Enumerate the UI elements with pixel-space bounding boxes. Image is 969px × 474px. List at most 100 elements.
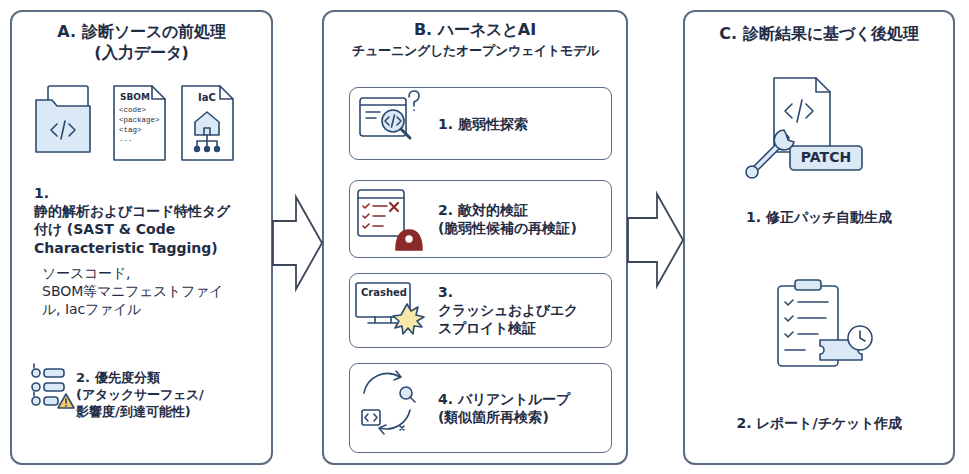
iac-document-icon-part xyxy=(205,147,210,152)
panel-heading: A. 診断ソースの前処理 (入力データ) xyxy=(12,22,271,64)
icon-text: <tag> xyxy=(119,126,142,134)
crash-monitor-icon-part xyxy=(368,317,398,323)
crash-monitor-icon-part xyxy=(356,283,410,317)
sbom-document-icon-part xyxy=(114,86,165,160)
step-title: 1. 修正パッチ自動生成 xyxy=(685,208,953,226)
icon-text: IaC xyxy=(198,92,216,103)
process-box: 2. 敵対的検証 (脆弱性候補の再検証) xyxy=(349,180,612,258)
stage-panel: 1. 脆弱性探索 2. 敵対的検証 (脆弱性候補の再検証) 3. クラッシュおよびエ… xyxy=(322,10,628,465)
sbom-document-icon xyxy=(114,86,165,160)
report-ticket-icon-part xyxy=(848,326,872,350)
tag-text: PATCH xyxy=(790,150,862,165)
code-search-icon xyxy=(360,91,419,138)
priority-list-icon-part xyxy=(65,399,67,406)
priority-list-icon-part xyxy=(44,369,64,377)
process-box: 3. クラッシュおよびエクスプロイト検証 xyxy=(349,273,612,348)
patch-icon-part xyxy=(752,138,786,172)
patch-icon xyxy=(746,78,862,178)
iac-document-icon-part xyxy=(204,128,210,135)
step-label: 3. クラッシュおよびエクスプロイト検証 xyxy=(438,283,588,338)
icon-text: SBOM xyxy=(120,93,150,103)
stage-panel: A. 診断ソースの前処理 (入力データ) 1. 静的解析およびコード特性タグ付け … xyxy=(10,10,273,465)
iac-document-icon-part xyxy=(197,135,217,146)
patch-icon-part xyxy=(785,100,813,122)
iac-document-icon-part xyxy=(195,147,200,152)
icon-layer-part xyxy=(32,78,872,434)
patch-icon-part xyxy=(752,138,786,172)
icon-text: <package> xyxy=(119,116,160,124)
panel-subheading: チューニングしたオープンウェイトモデル xyxy=(324,43,626,60)
patch-icon-part xyxy=(774,130,794,150)
step-label: 4. バリアントループ (類似箇所再検索) xyxy=(438,390,603,426)
step-label: 2. 敵対的検証 (脆弱性候補の再検証) xyxy=(438,201,603,237)
iac-document-icon-part xyxy=(182,86,233,160)
block-arrow xyxy=(628,194,683,286)
block-arrow xyxy=(273,197,322,289)
variant-loop-icon-part xyxy=(380,410,410,429)
adversarial-check-icon-part xyxy=(390,203,398,211)
iac-document-icon-part xyxy=(215,147,220,152)
adversarial-check-icon-part xyxy=(363,204,387,228)
priority-list-icon-part xyxy=(32,383,40,391)
priority-list-icon-part xyxy=(44,397,58,405)
variant-loop-icon-part xyxy=(364,374,400,393)
folder-icon-part xyxy=(36,100,90,152)
step-title: 2. レポート/チケット作成 xyxy=(685,414,953,432)
panel-heading: C. 診断結果に基づく後処理 xyxy=(685,24,953,45)
variant-loop-icon-part xyxy=(400,387,412,399)
code-search-icon-part xyxy=(382,110,404,132)
priority-list-icon-part xyxy=(32,397,40,405)
adversarial-check-icon xyxy=(358,190,422,250)
code-search-icon-part xyxy=(401,129,410,138)
step-label: 1. 脆弱性探索 xyxy=(438,115,603,133)
iac-document-icon-part xyxy=(195,112,219,135)
report-ticket-icon-part xyxy=(778,286,838,366)
patch-icon-part xyxy=(774,78,830,152)
priority-list-icon-part xyxy=(33,364,35,396)
sbom-document-icon-part xyxy=(152,86,165,99)
code-search-icon-part xyxy=(360,98,406,136)
icon-text: ... xyxy=(119,135,133,143)
adversarial-check-icon-part xyxy=(358,197,404,199)
patch-icon-part xyxy=(790,146,862,170)
iac-document-icon xyxy=(182,86,233,160)
report-ticket-icon-part xyxy=(795,280,821,290)
variant-loop-icon-part xyxy=(394,371,401,380)
patch-icon-part xyxy=(746,166,758,178)
process-box: 1. 脆弱性探索 xyxy=(349,87,612,160)
icon-text: <code> xyxy=(119,106,146,114)
report-ticket-icon-part xyxy=(820,340,862,360)
iac-document-icon-part xyxy=(220,86,233,99)
report-ticket-icon xyxy=(778,280,872,366)
variant-loop-icon-part xyxy=(400,426,404,430)
step-title: 1. 静的解析およびコード特性タグ付け (SAST & Code Charact… xyxy=(34,184,239,257)
crash-monitor-icon-part xyxy=(393,304,424,334)
priority-list-icon-part xyxy=(32,369,40,377)
report-ticket-icon-part xyxy=(860,331,865,341)
priority-list-icon-part xyxy=(44,383,64,391)
code-search-icon-part xyxy=(409,91,419,111)
step-title: 2. 優先度分類 (アタックサーフェス/影響度/到達可能性) xyxy=(76,370,226,421)
report-ticket-icon-part xyxy=(785,300,828,350)
code-search-icon-part xyxy=(385,115,401,127)
crash-monitor-icon xyxy=(356,283,424,334)
adversarial-check-icon-part xyxy=(405,235,414,244)
adversarial-check-icon-part xyxy=(396,230,422,250)
process-box: 4. バリアントループ (類似箇所再検索) xyxy=(349,363,612,453)
folder-icon xyxy=(36,86,90,152)
icon-text: Crashed xyxy=(361,287,407,298)
priority-list-icon-part xyxy=(58,394,74,408)
stage-panel: C. 診断結果に基づく後処理 1. 修正パッチ自動生成 2. レポート/チケット作成 xyxy=(683,10,955,465)
variant-loop-icon xyxy=(362,371,415,434)
input-description: ソースコード, SBOM等マニフェストファイル, Iacファイル xyxy=(42,264,232,319)
folder-icon-part xyxy=(48,86,88,136)
patch-icon-part xyxy=(816,78,830,92)
variant-loop-icon-part xyxy=(410,397,415,402)
panel-heading: B. ハーネスとAI xyxy=(324,20,626,41)
variant-loop-icon-part xyxy=(379,425,386,434)
variant-loop-icon-part xyxy=(362,410,380,425)
adversarial-check-icon-part xyxy=(358,190,404,236)
variant-loop-icon-part xyxy=(365,414,377,421)
